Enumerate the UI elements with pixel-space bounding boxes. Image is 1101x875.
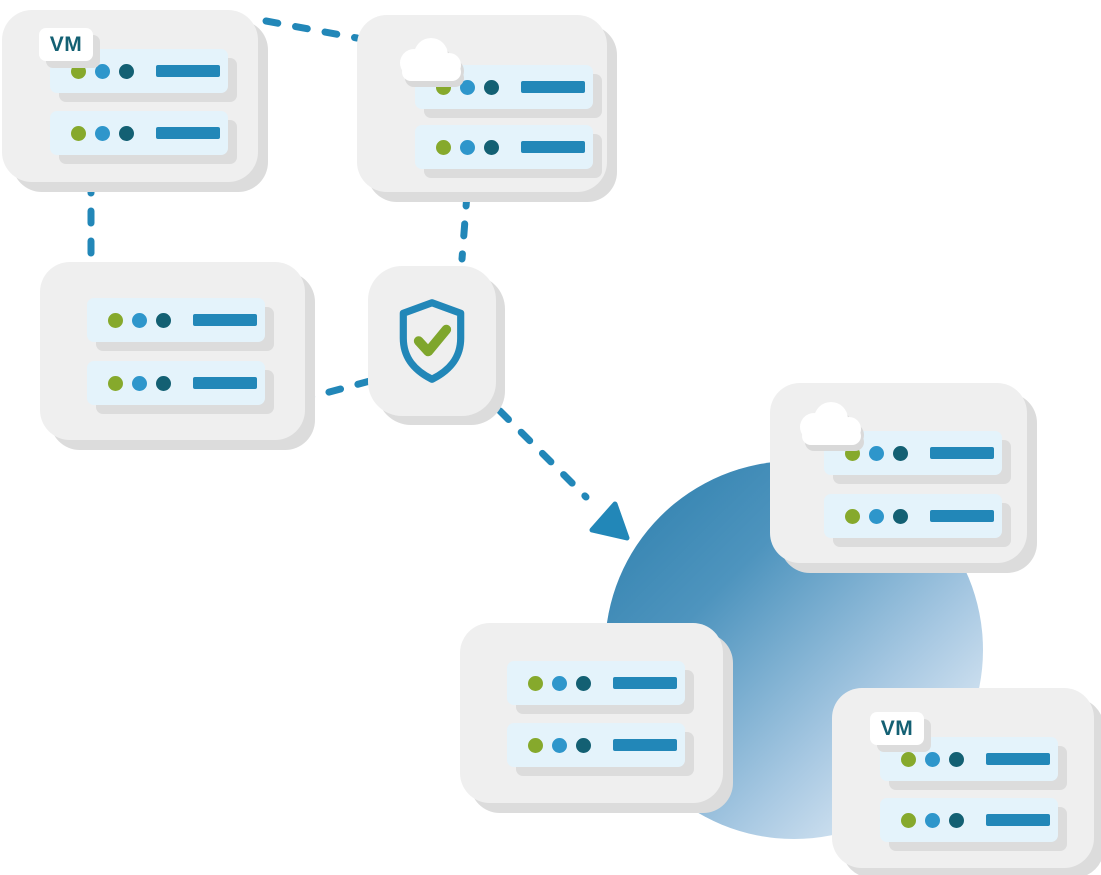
status-dot-blue bbox=[869, 445, 884, 461]
arrowhead-icon bbox=[589, 501, 630, 541]
status-dot-blue bbox=[552, 737, 567, 753]
connector-cloudsource-shield bbox=[458, 190, 471, 263]
server-row bbox=[87, 361, 265, 405]
server-row bbox=[415, 125, 593, 169]
vm-badge: VM bbox=[39, 28, 93, 61]
shield-check-icon bbox=[399, 299, 465, 383]
status-dot-blue bbox=[95, 125, 110, 141]
status-dot-green bbox=[901, 751, 916, 767]
status-dot-teal bbox=[949, 812, 964, 828]
data-bar bbox=[156, 65, 220, 77]
server-row bbox=[50, 111, 228, 155]
data-bar bbox=[613, 677, 677, 689]
status-dot-blue bbox=[925, 751, 940, 767]
status-dot-blue bbox=[95, 63, 110, 79]
connector-plainsource-shield bbox=[296, 377, 374, 404]
data-bar bbox=[193, 314, 257, 326]
status-dot-blue bbox=[460, 79, 475, 95]
status-dot-green bbox=[71, 125, 86, 141]
status-dot-green bbox=[845, 508, 860, 524]
status-dot-teal bbox=[119, 125, 134, 141]
data-bar bbox=[930, 447, 994, 459]
data-bar bbox=[613, 739, 677, 751]
status-dot-blue bbox=[460, 139, 475, 155]
status-dot-teal bbox=[156, 375, 171, 391]
card-cloud-source bbox=[357, 15, 607, 192]
connector-vmsource-cloudsource bbox=[262, 17, 361, 42]
status-dot-blue bbox=[869, 508, 884, 524]
status-dot-teal bbox=[484, 79, 499, 95]
vm-badge-label: VM bbox=[49, 32, 83, 56]
data-bar bbox=[986, 753, 1050, 765]
status-dot-blue bbox=[132, 375, 147, 391]
data-bar bbox=[521, 81, 585, 93]
status-dot-teal bbox=[119, 63, 134, 79]
status-dot-teal bbox=[893, 508, 908, 524]
server-row bbox=[880, 798, 1058, 842]
data-bar bbox=[986, 814, 1050, 826]
server-row bbox=[507, 661, 685, 705]
status-dot-green bbox=[108, 375, 123, 391]
status-dot-teal bbox=[576, 737, 591, 753]
data-bar bbox=[193, 377, 257, 389]
status-dot-blue bbox=[552, 675, 567, 691]
status-dot-teal bbox=[576, 675, 591, 691]
status-dot-teal bbox=[484, 139, 499, 155]
cloud-icon bbox=[400, 38, 464, 87]
status-dot-blue bbox=[925, 812, 940, 828]
card-plain-dest bbox=[460, 623, 723, 803]
server-row bbox=[507, 723, 685, 767]
status-dot-green bbox=[528, 737, 543, 753]
vm-badge-label: VM bbox=[880, 716, 914, 740]
data-bar bbox=[930, 510, 994, 522]
data-bar bbox=[521, 141, 585, 153]
data-bar bbox=[156, 127, 220, 139]
server-row bbox=[87, 298, 265, 342]
server-row bbox=[824, 494, 1002, 538]
cloud-icon bbox=[800, 402, 864, 451]
card-plain-source bbox=[40, 262, 305, 440]
status-dot-green bbox=[108, 312, 123, 328]
vm-badge: VM bbox=[870, 712, 924, 745]
card-vm-source: VM bbox=[2, 10, 258, 182]
shield-card bbox=[368, 266, 496, 416]
status-dot-green bbox=[528, 675, 543, 691]
status-dot-blue bbox=[132, 312, 147, 328]
status-dot-teal bbox=[893, 445, 908, 461]
status-dot-green bbox=[436, 139, 451, 155]
card-vm-dest: VM bbox=[832, 688, 1094, 868]
status-dot-teal bbox=[156, 312, 171, 328]
status-dot-teal bbox=[949, 751, 964, 767]
card-cloud-dest bbox=[770, 383, 1027, 563]
status-dot-green bbox=[901, 812, 916, 828]
connector-shield-destination bbox=[496, 407, 590, 501]
status-dot-green bbox=[71, 63, 86, 79]
